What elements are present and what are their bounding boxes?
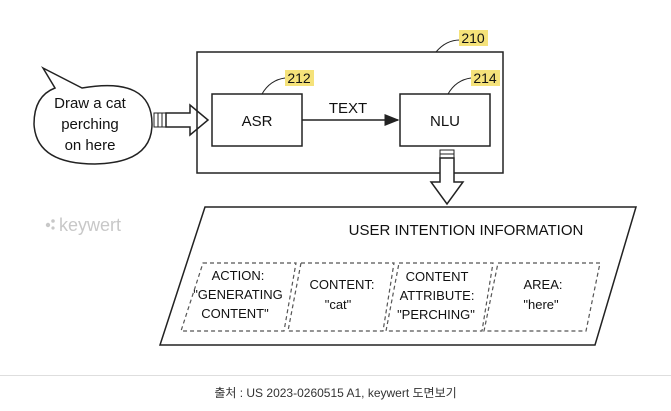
asr-ref-leader bbox=[261, 77, 286, 95]
attribute-line-3: "PERCHING" bbox=[397, 307, 475, 322]
attribute-line-2: ATTRIBUTE: bbox=[400, 288, 475, 303]
system-ref: 210 bbox=[461, 30, 485, 46]
content-line-1: CONTENT: bbox=[310, 277, 375, 292]
asr-box bbox=[211, 93, 303, 147]
asr-label: ASR bbox=[242, 113, 273, 130]
patent-diagram: Draw a cat perching on here 210 ASR 212 … bbox=[33, 30, 638, 346]
speech-line-3: on here bbox=[65, 137, 116, 154]
asr-ref: 212 bbox=[287, 70, 311, 86]
text-arrow-label: TEXT bbox=[329, 100, 367, 117]
intention-title: USER INTENTION INFORMATION bbox=[349, 222, 584, 239]
content-line-2: "cat" bbox=[325, 297, 352, 312]
action-line-1: ACTION: bbox=[212, 268, 265, 283]
keywert-watermark: keywert bbox=[45, 215, 121, 235]
intention-parallelogram bbox=[158, 206, 638, 346]
figure-frame: Draw a cat perching on here 210 ASR 212 … bbox=[0, 30, 671, 376]
nlu-box bbox=[399, 93, 491, 147]
watermark-text: keywert bbox=[59, 215, 121, 235]
speech-line-1: Draw a cat bbox=[54, 95, 127, 112]
nlu-ref-leader bbox=[447, 77, 472, 95]
asr-ref-highlight bbox=[285, 70, 314, 86]
intention-box-area: AREA: "here" bbox=[483, 262, 601, 332]
intention-box-content: CONTENT: "cat" bbox=[287, 262, 395, 332]
system-ref-highlight bbox=[459, 30, 488, 46]
area-line-2: "here" bbox=[523, 297, 559, 312]
intention-box-action: ACTION: "GENERATING CONTENT" bbox=[180, 262, 297, 332]
nlu-label: NLU bbox=[430, 113, 460, 130]
output-arrow bbox=[429, 149, 465, 206]
attribute-line-1: CONTENT bbox=[406, 269, 469, 284]
speech-bubble: Draw a cat perching on here bbox=[33, 66, 153, 165]
speech-line-2: perching bbox=[61, 116, 119, 133]
nlu-ref-highlight bbox=[471, 70, 500, 86]
intention-box-content-attribute: CONTENT ATTRIBUTE: "PERCHING" bbox=[385, 262, 494, 332]
system-ref-leader bbox=[435, 39, 461, 53]
system-box bbox=[196, 51, 504, 174]
action-line-2: "GENERATING bbox=[193, 287, 283, 302]
figure-caption: 출처 : US 2023-0260515 A1, keywert 도면보기 bbox=[214, 386, 457, 400]
nlu-ref: 214 bbox=[473, 70, 497, 86]
area-line-1: AREA: bbox=[523, 277, 562, 292]
action-line-3: CONTENT" bbox=[201, 306, 269, 321]
input-arrow bbox=[153, 103, 210, 137]
